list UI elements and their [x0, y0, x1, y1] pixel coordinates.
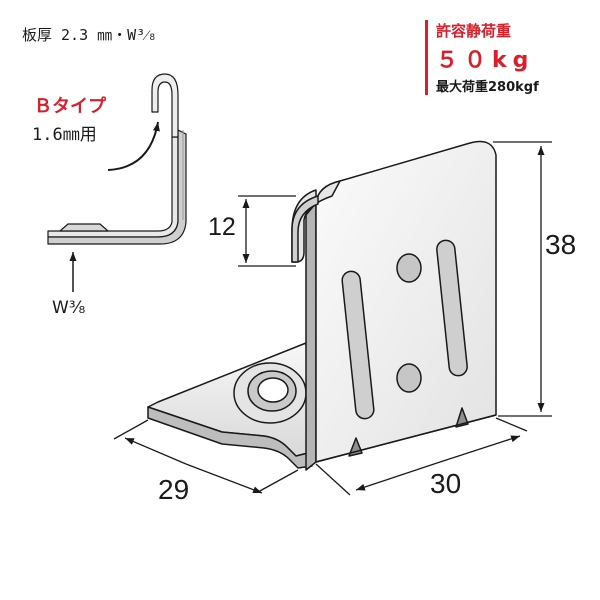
base-depth-dimension: 29: [158, 474, 190, 505]
b-type-thickness-label: 1.6㎜用: [32, 125, 97, 145]
b-type-profile: [47, 73, 187, 245]
height-dimension: 38: [545, 229, 577, 260]
allowable-load-value: ５０kg: [436, 48, 535, 73]
curved-arrow-icon: [107, 121, 160, 171]
max-load-label: 最大荷重280kgf: [436, 80, 539, 95]
hook-height-dimension: 12: [208, 213, 236, 241]
bracket-main: [147, 140, 497, 471]
plate-thickness-spec: 板厚 2.3 ㎜・W³⁄₈: [22, 26, 157, 44]
load-rating-box: 許容静荷重 ５０kg 最大荷重280kgf: [425, 20, 539, 95]
b-type-bolt-label: W³⁄₈: [52, 298, 86, 318]
b-type-label: Ｂタイプ: [34, 96, 106, 117]
allowable-load-title: 許容静荷重: [436, 22, 512, 40]
width-dimension: 30: [430, 468, 462, 499]
dimension-lines: [113, 141, 552, 496]
